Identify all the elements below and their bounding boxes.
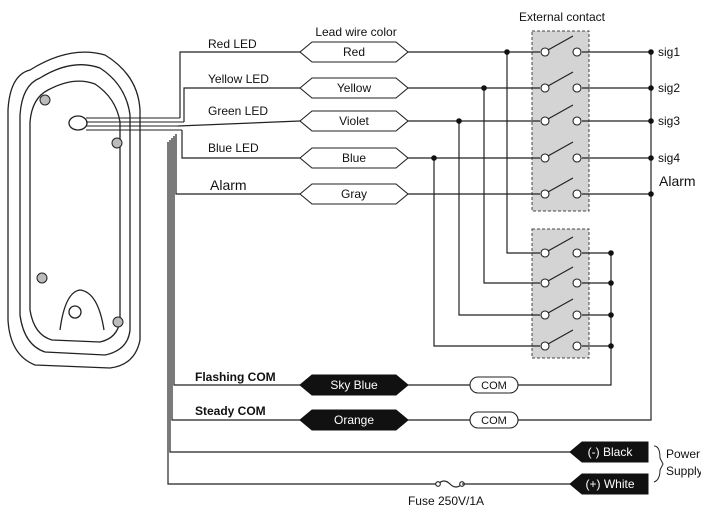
power-label: Power (666, 447, 700, 461)
device-illustration (7, 51, 184, 369)
row-alarm: Alarm Gray Alarm (210, 173, 696, 205)
signal-label: sig1 (658, 45, 680, 59)
power-brace-icon (653, 445, 664, 483)
upper-contact-switches (540, 35, 582, 199)
com-terminal (469, 376, 519, 394)
row-yellow-led: Yellow LED Yellow sig2 (208, 72, 680, 99)
row-name: Yellow LED (208, 72, 269, 86)
signal-wiring (175, 49, 654, 421)
wire-color-label: Blue (342, 151, 366, 165)
common-name: Steady COM (195, 404, 266, 418)
com-terminal-label: COM (481, 415, 507, 427)
com-terminal-label: COM (481, 380, 507, 392)
com-terminal (469, 411, 519, 429)
wire-color-tag (299, 41, 409, 63)
wire-color-tag (299, 110, 409, 132)
positive-white-tag (569, 473, 649, 495)
signal-label: sig2 (658, 81, 680, 95)
common-color-tag (299, 409, 409, 431)
screw-icon (111, 137, 123, 149)
steady-com-row: Steady COM Orange COM (171, 138, 519, 431)
contact-switch (540, 236, 582, 258)
signal-label: sig4 (658, 151, 680, 165)
screw-icon (36, 272, 48, 284)
power-supply: Fuse 250V/1A (-) Black (+) White Power S… (167, 140, 701, 508)
wire-color-tag (299, 77, 409, 99)
signal-label: Alarm (659, 173, 696, 189)
common-color-tag (299, 374, 409, 396)
wire-color-label: Yellow (337, 81, 372, 95)
row-name: Green LED (208, 104, 268, 118)
contact-switch (540, 35, 582, 57)
fuse-label: Fuse 250V/1A (408, 494, 484, 508)
external-contact-header: External contact (519, 10, 606, 24)
contact-switch (540, 266, 582, 288)
signal-label: sig3 (658, 114, 680, 128)
lower-contact-block (531, 228, 590, 359)
contact-switch (540, 71, 582, 93)
fuse-icon (437, 480, 463, 488)
row-name: Red LED (208, 37, 257, 51)
screw-icon (112, 316, 124, 328)
common-color-label: Sky Blue (330, 378, 378, 392)
row-name: Alarm (210, 177, 247, 193)
supply-label: Supply (666, 464, 701, 478)
positive-white-label: (+) White (585, 477, 634, 491)
row-red-led: Red LED Red sig1 (208, 37, 680, 63)
lead-wire-color-header: Lead wire color (315, 25, 396, 39)
common-color-label: Orange (334, 413, 374, 427)
wire-color-label: Red (343, 45, 365, 59)
contact-switch (540, 177, 582, 199)
row-green-led: Green LED Violet sig3 (208, 104, 680, 132)
wire-color-label: Gray (341, 187, 367, 201)
wire-color-label: Violet (339, 114, 369, 128)
contact-switch (540, 141, 582, 163)
row-name: Blue LED (208, 141, 259, 155)
contact-switch (540, 329, 582, 351)
negative-black-label: (-) Black (588, 445, 634, 459)
wire-color-tag (299, 147, 409, 169)
screw-icon (39, 94, 51, 106)
row-blue-led: Blue LED Blue sig4 (208, 141, 680, 169)
common-name: Flashing COM (195, 370, 276, 384)
contact-switch (540, 298, 582, 320)
flashing-com-row: Flashing COM Sky Blue COM (173, 136, 519, 396)
negative-black-tag (569, 441, 649, 463)
lower-contact-switches (540, 236, 582, 351)
wire-color-tag (299, 183, 409, 205)
contact-switch (540, 104, 582, 126)
